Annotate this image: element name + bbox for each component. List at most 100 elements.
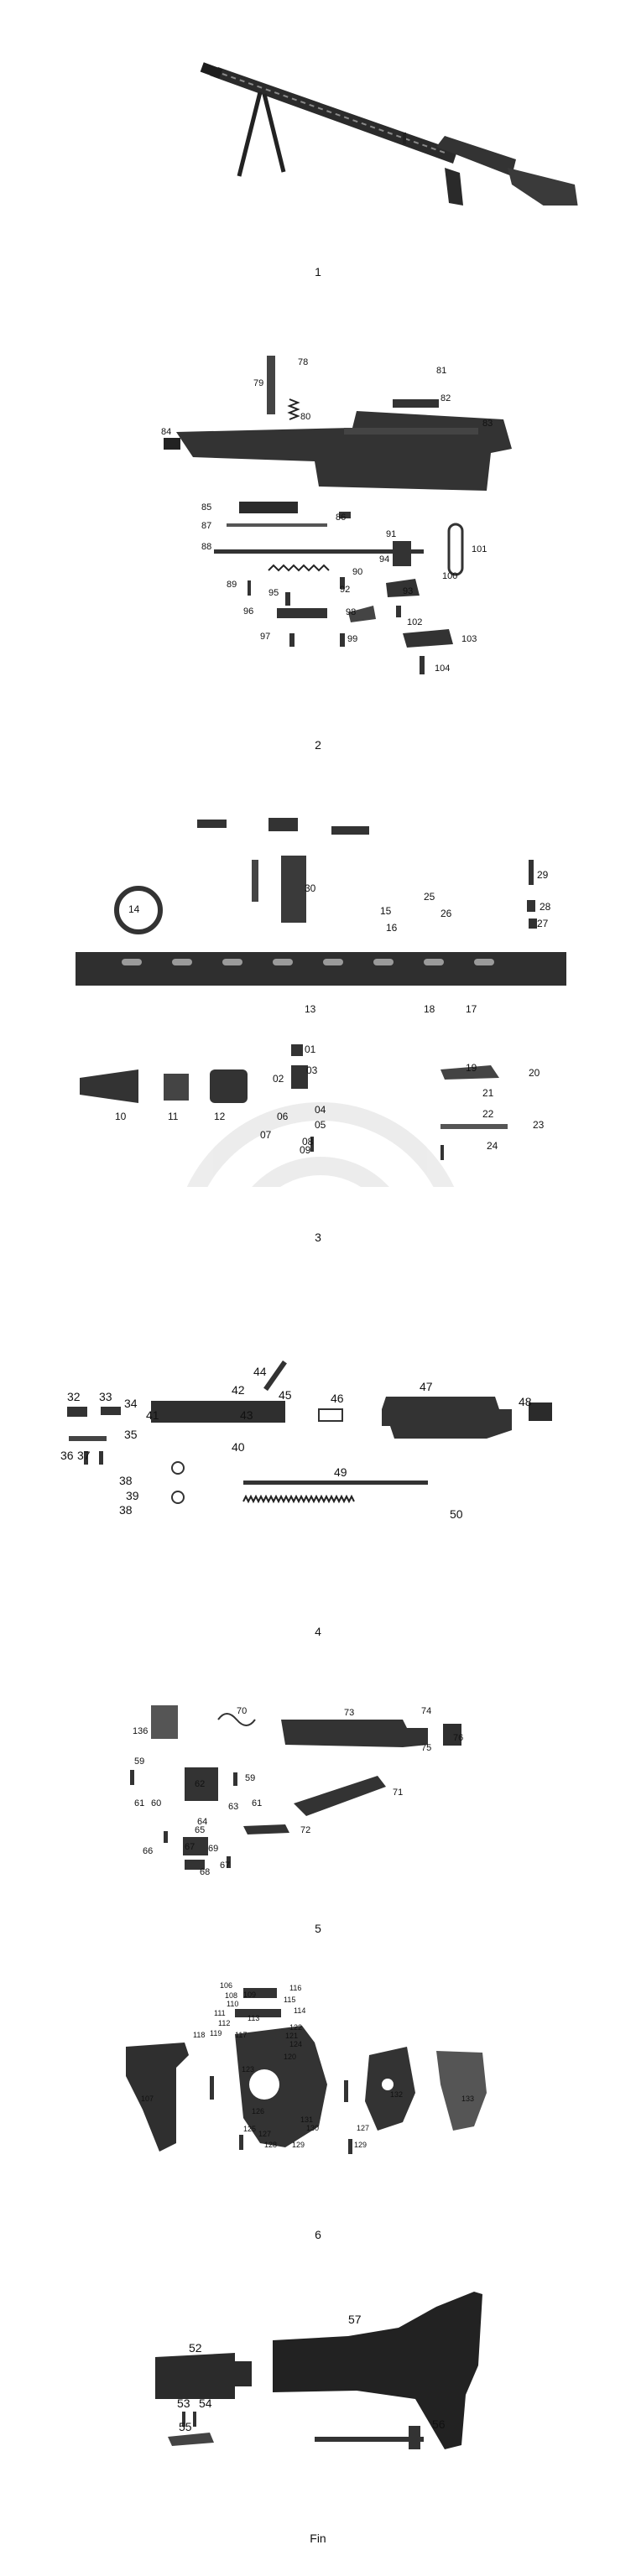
part-number-label: 133 (461, 2095, 474, 2103)
part-number-label: 131 (300, 2115, 313, 2124)
part-number-label: 95 (268, 588, 279, 598)
part-number-label: 20 (529, 1067, 540, 1079)
part-number-label: 85 (201, 502, 211, 513)
part-number-label: 81 (436, 366, 446, 376)
part-number-label: 92 (340, 585, 350, 595)
part-number-label: 68 (200, 1867, 210, 1877)
part-number-label: 38 (119, 1503, 133, 1517)
part-number-label: 30 (305, 882, 316, 894)
part-number-label: 128 (264, 2141, 277, 2149)
figure-caption-2: 2 (315, 738, 321, 752)
part-number-label: 26 (441, 908, 452, 919)
part-number-label: 73 (344, 1708, 354, 1718)
part-number-label: 98 (346, 607, 356, 617)
part-number-label: 29 (537, 869, 549, 881)
part-number-label: 03 (306, 1064, 318, 1076)
part-number-label: 38 (119, 1474, 133, 1487)
part-number-label: 35 (124, 1428, 138, 1441)
part-number-label: 70 (237, 1706, 247, 1716)
part-number-label: 14 (128, 903, 140, 915)
part-number-label: 74 (421, 1706, 431, 1716)
part-number-label: 126 (252, 2107, 264, 2115)
part-number-label: 122 (289, 2023, 302, 2032)
part-number-label: 71 (393, 1788, 403, 1798)
part-number-label: 40 (232, 1440, 245, 1454)
part-number-label: 103 (461, 634, 477, 644)
part-number-label: 129 (354, 2141, 367, 2149)
part-number-label: 23 (533, 1119, 545, 1131)
part-number-label: 108 (225, 1991, 237, 2000)
part-number-label: 56 (432, 2417, 446, 2431)
figure-caption-1: 1 (315, 265, 321, 278)
part-number-label: 07 (260, 1129, 272, 1141)
part-number-label: 65 (195, 1825, 205, 1835)
part-number-label: 115 (284, 1996, 295, 2004)
part-number-label: 10 (115, 1111, 127, 1122)
part-number-label: 25 (424, 891, 435, 903)
part-number-label: 59 (134, 1756, 144, 1767)
part-number-label: 17 (466, 1003, 477, 1015)
part-number-label: 45 (279, 1388, 292, 1402)
part-number-label: 19 (466, 1062, 477, 1074)
part-number-label: 16 (386, 922, 398, 934)
figure-caption-5: 5 (315, 1922, 321, 1935)
part-number-label: 63 (228, 1802, 238, 1812)
part-number-label: 66 (143, 1846, 153, 1856)
part-number-label: 80 (300, 412, 310, 422)
part-number-label: 12 (214, 1111, 226, 1122)
part-number-label: 86 (336, 513, 346, 523)
part-number-label: 13 (305, 1003, 316, 1015)
part-number-label: 06 (277, 1111, 289, 1122)
part-number-label: 57 (348, 2313, 362, 2326)
part-number-label: 49 (334, 1465, 347, 1479)
part-number-label: 36 (60, 1449, 74, 1462)
part-number-label: 39 (126, 1489, 139, 1502)
part-number-label: 34 (124, 1397, 138, 1410)
part-number-label: 44 (253, 1365, 267, 1378)
part-number-label: 24 (487, 1140, 498, 1152)
part-number-label: 111 (214, 2009, 226, 2017)
part-number-label: 88 (201, 542, 211, 552)
part-number-label: 67 (220, 1860, 230, 1871)
part-number-label: 113 (248, 2014, 259, 2022)
part-number-label: 18 (424, 1003, 435, 1015)
part-number-label: 83 (482, 419, 493, 429)
part-number-label: 76 (453, 1733, 463, 1743)
part-number-label: 43 (240, 1408, 253, 1422)
part-number-label: 02 (273, 1073, 284, 1085)
part-number-label: 05 (315, 1119, 326, 1131)
part-number-label: 124 (289, 2040, 302, 2048)
part-number-label: 82 (441, 393, 451, 403)
machine-gun-illustration (200, 62, 578, 206)
part-number-label: 11 (168, 1111, 179, 1122)
part-number-label: 41 (146, 1408, 159, 1422)
part-number-label: 99 (347, 634, 357, 644)
part-number-label: 28 (540, 901, 551, 913)
part-number-label: 127 (258, 2130, 271, 2138)
part-number-label: 62 (195, 1779, 205, 1789)
part-number-label: 130 (306, 2124, 319, 2132)
part-number-label: 79 (253, 378, 263, 388)
part-number-label: 78 (298, 357, 308, 367)
part-number-label: 09 (300, 1144, 311, 1156)
part-number-label: 08 (302, 1136, 314, 1147)
part-number-label: 93 (403, 586, 413, 596)
part-number-label: 52 (189, 2341, 202, 2355)
part-number-label: 91 (386, 529, 396, 539)
part-number-label: 112 (218, 2019, 230, 2027)
part-number-label: 118 (193, 2031, 205, 2039)
part-number-label: 64 (197, 1817, 207, 1827)
figure-caption-fin: Fin (310, 2532, 326, 2545)
part-number-label: 42 (232, 1383, 245, 1397)
part-number-label: 121 (285, 2032, 298, 2040)
part-number-label: 54 (199, 2396, 212, 2410)
part-number-label: 123 (242, 2065, 254, 2074)
part-number-label: 61 (134, 1798, 144, 1808)
